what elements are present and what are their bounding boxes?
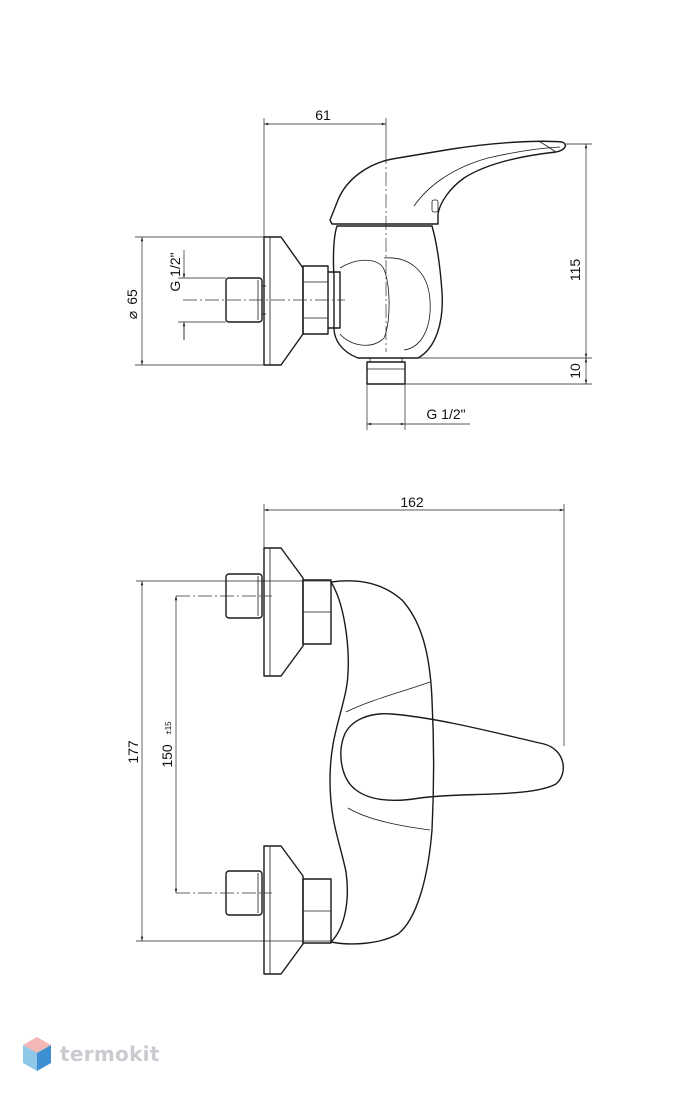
front-lower-flange — [263, 845, 304, 975]
dim-162-label: 162 — [400, 494, 424, 510]
side-bottom-outlet — [366, 361, 406, 385]
dim-150-label: 150 — [159, 744, 175, 768]
side-view: 61 115 10 ⌀ 65 G 1/2" G 1/2" — [124, 107, 592, 430]
thread-bottom-label: G 1/2" — [426, 406, 465, 422]
termokit-logo: termokit — [22, 1036, 160, 1072]
thread-left-label: G 1/2" — [167, 252, 183, 291]
svg-text:⌀: ⌀ — [124, 311, 140, 319]
front-lever-handle — [340, 713, 564, 802]
dim-10-label: 10 — [567, 363, 583, 379]
logo-text: termokit — [60, 1042, 160, 1066]
dim-177-label: 177 — [125, 740, 141, 764]
front-mixer-body — [329, 580, 435, 945]
front-view: 162 177 150 ±15 — [125, 494, 565, 975]
dim-115-label: 115 — [567, 259, 583, 282]
side-lever-handle — [329, 140, 567, 225]
cube-logo-icon — [23, 1037, 51, 1071]
dim-diameter-label: 65 — [124, 289, 140, 305]
dim-150-tolerance: ±15 — [164, 721, 173, 735]
dim-61-label: 61 — [315, 107, 331, 123]
front-upper-flange — [263, 547, 304, 677]
side-mixer-body — [332, 225, 443, 359]
